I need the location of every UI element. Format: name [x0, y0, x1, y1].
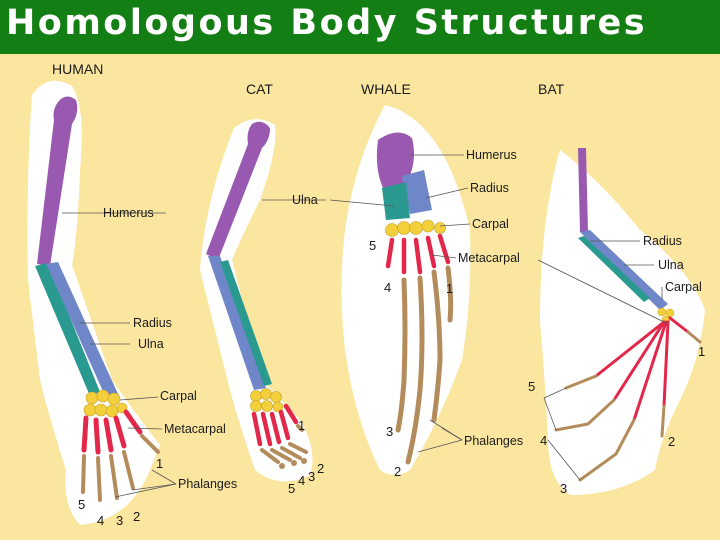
human-digit-1: 1 — [156, 456, 163, 471]
whale-digit-3: 3 — [386, 424, 393, 439]
cat-carpals — [251, 389, 284, 413]
human-label-radius: Radius — [133, 316, 172, 330]
bat-label-phalanges: Phalanges — [464, 434, 523, 448]
human-digit-4: 4 — [97, 513, 104, 528]
bat-label-carpal: Carpal — [665, 280, 702, 294]
human-label-carpal: Carpal — [160, 389, 197, 403]
whale-digit-5: 5 — [369, 238, 376, 253]
human-digit-3: 3 — [116, 513, 123, 528]
whale-digit-1: 1 — [446, 281, 453, 296]
page-title: Homologous Body Structures — [6, 6, 647, 41]
diagram-panel: HUMAN CAT WHALE BAT Humerus Radius Ulna … — [0, 54, 720, 540]
title-bar: Homologous Body Structures — [0, 0, 720, 54]
whale-label-humerus: Humerus — [466, 148, 517, 162]
cat-digit-3: 3 — [308, 469, 315, 484]
bat-label-radius: Radius — [643, 234, 682, 248]
cat-digit-2: 2 — [317, 461, 324, 476]
bat-digit-2: 2 — [668, 434, 675, 449]
human-label-ulna: Ulna — [138, 337, 164, 351]
whale-label-radius: Radius — [470, 181, 509, 195]
human-digit-5: 5 — [78, 497, 85, 512]
limb-diagram: HUMAN CAT WHALE BAT Humerus Radius Ulna … — [0, 54, 720, 540]
heading-whale: WHALE — [361, 81, 411, 97]
bat-digit-3: 3 — [560, 481, 567, 496]
heading-bat: BAT — [538, 81, 565, 97]
bat-digit-1: 1 — [698, 344, 705, 359]
heading-cat: CAT — [246, 81, 273, 97]
whale-digit-2: 2 — [394, 464, 401, 479]
heading-human: HUMAN — [52, 61, 103, 77]
whale-label-carpal: Carpal — [472, 217, 509, 231]
human-label-metacarpal: Metacarpal — [164, 422, 226, 436]
cat-digit-1: 1 — [298, 418, 305, 433]
whale-label-metacarpal: Metacarpal — [458, 251, 520, 265]
bat-digit-4: 4 — [540, 433, 547, 448]
human-label-phalanges: Phalanges — [178, 477, 237, 491]
human-label-humerus: Humerus — [103, 206, 154, 220]
bat-digit-5: 5 — [528, 379, 535, 394]
human-digit-2: 2 — [133, 509, 140, 524]
bat-label-ulna: Ulna — [658, 258, 684, 272]
whale-ulna-bone — [382, 182, 410, 220]
cat-label-ulna: Ulna — [292, 193, 318, 207]
cat-digit-4: 4 — [298, 473, 305, 488]
whale-digit-4: 4 — [384, 280, 391, 295]
cat-digit-5: 5 — [288, 481, 295, 496]
